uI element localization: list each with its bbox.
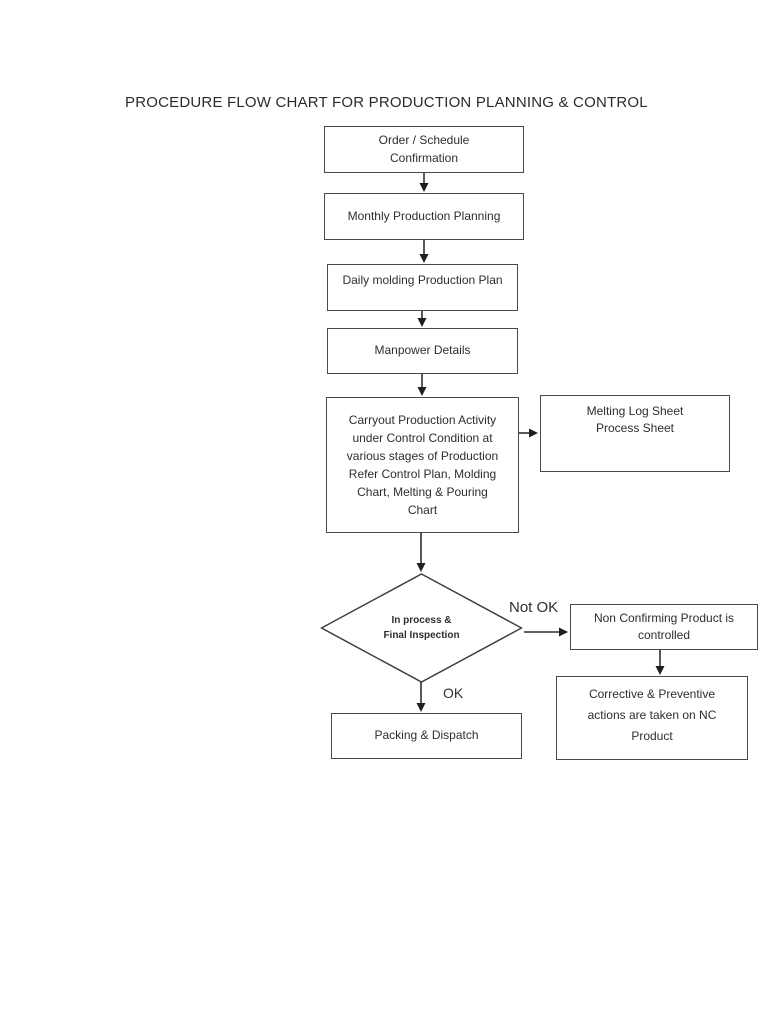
node-label: Non Confirming Product is controlled [593,610,735,642]
node-inspection-decision: In process & Final Inspection [320,573,523,683]
node-packing-dispatch: Packing & Dispatch [331,713,522,759]
node-label: Monthly Production Planning [347,208,501,223]
node-daily-molding-production-plan: Daily molding Production Plan [327,264,518,311]
arrow-inspection-to-packing [416,682,426,712]
arrow-manpower-to-carryout [417,374,427,396]
node-label: Melting Log Sheet Process Sheet [586,404,684,436]
arrow-order-to-monthly [419,173,429,192]
node-label: Daily molding Production Plan [342,273,503,287]
arrow-non-conforming-to-corrective [655,650,665,675]
node-label: In process & Final Inspection [383,615,460,641]
node-non-conforming-product: Non Confirming Product is controlled [570,604,758,650]
arrow-monthly-to-daily [419,240,429,263]
edge-label-not-ok: Not OK [509,599,559,616]
node-melting-log-sheet: Melting Log Sheet Process Sheet [540,395,730,472]
node-manpower-details: Manpower Details [327,328,518,374]
node-label: Order / Schedule Confirmation [378,133,470,165]
node-order-schedule-confirmation: Order / Schedule Confirmation [324,126,524,173]
node-label: Corrective & Preventive actions are take… [587,687,717,743]
arrow-carryout-to-inspection [416,533,426,572]
arrow-carryout-to-melting-log [519,428,538,438]
node-monthly-production-planning: Monthly Production Planning [324,193,524,240]
arrow-inspection-to-non-conforming [524,627,568,637]
arrow-daily-to-manpower [417,311,427,327]
page-title: PROCEDURE FLOW CHART FOR PRODUCTION PLAN… [125,94,648,111]
node-corrective-preventive-actions: Corrective & Preventive actions are take… [556,676,748,760]
edge-label-ok: OK [443,685,464,701]
node-carryout-production-activity: Carryout Production Activity under Contr… [326,397,519,533]
node-label: Packing & Dispatch [374,728,479,743]
node-label: Manpower Details [374,343,471,358]
node-label: Carryout Production Activity under Contr… [346,413,499,517]
